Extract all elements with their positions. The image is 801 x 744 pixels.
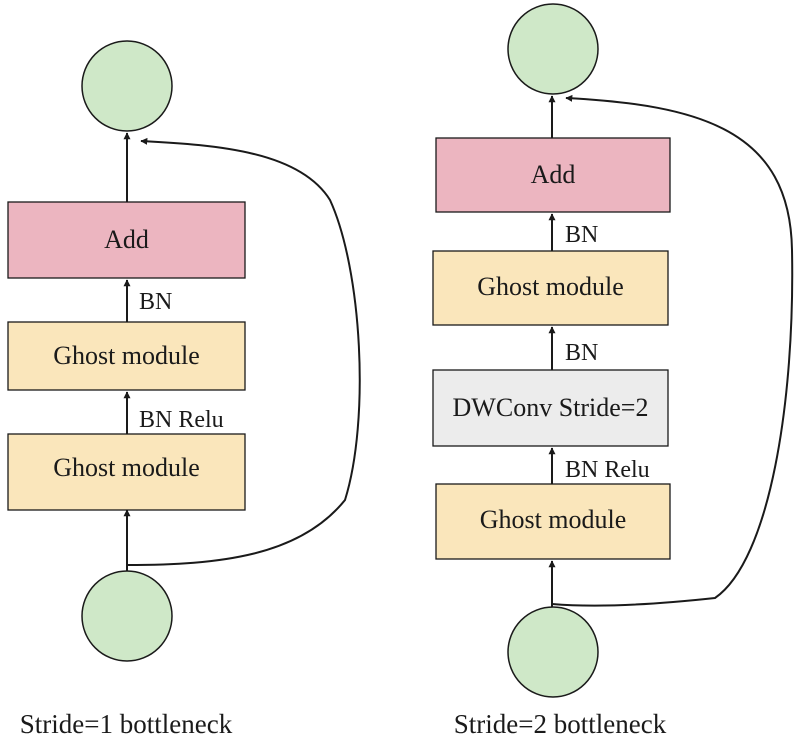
right-caption: Stride=2 bottleneck	[454, 709, 667, 739]
right-ghost-module-top	[432, 250, 669, 326]
right-input-node	[507, 606, 599, 698]
left-add-label: Add	[104, 225, 149, 254]
right-ghost-module-bottom-label: Ghost module	[480, 505, 627, 534]
left-input-node	[81, 570, 173, 662]
left-output-node	[81, 40, 173, 132]
right-label-bn-top: BN	[565, 222, 598, 248]
left-label-bn-relu: BN Relu	[139, 407, 224, 433]
right-dwconv-box	[432, 369, 669, 447]
right-add-label: Add	[531, 160, 576, 189]
stride1-bottleneck: Add Ghost module Ghost module BN BN Relu…	[7, 40, 361, 739]
left-add-box	[7, 201, 246, 279]
stride2-bottleneck: Add Ghost module DWConv Stride=2 Ghost m…	[432, 3, 794, 739]
left-ghost-module-top-label: Ghost module	[53, 341, 200, 370]
left-ghost-module-top	[7, 321, 246, 391]
right-output-node	[507, 3, 599, 95]
left-ghost-module-bottom-label: Ghost module	[53, 453, 200, 482]
right-shortcut-connection	[551, 94, 794, 607]
right-label-bn-mid: BN	[565, 340, 598, 366]
left-shortcut-connection	[126, 137, 361, 566]
right-ghost-module-bottom	[435, 483, 671, 560]
right-dwconv-label: DWConv Stride=2	[453, 393, 649, 422]
right-label-bn-relu: BN Relu	[565, 457, 650, 483]
right-ghost-module-top-label: Ghost module	[477, 272, 624, 301]
left-label-bn: BN	[139, 289, 172, 315]
left-caption: Stride=1 bottleneck	[20, 709, 233, 739]
